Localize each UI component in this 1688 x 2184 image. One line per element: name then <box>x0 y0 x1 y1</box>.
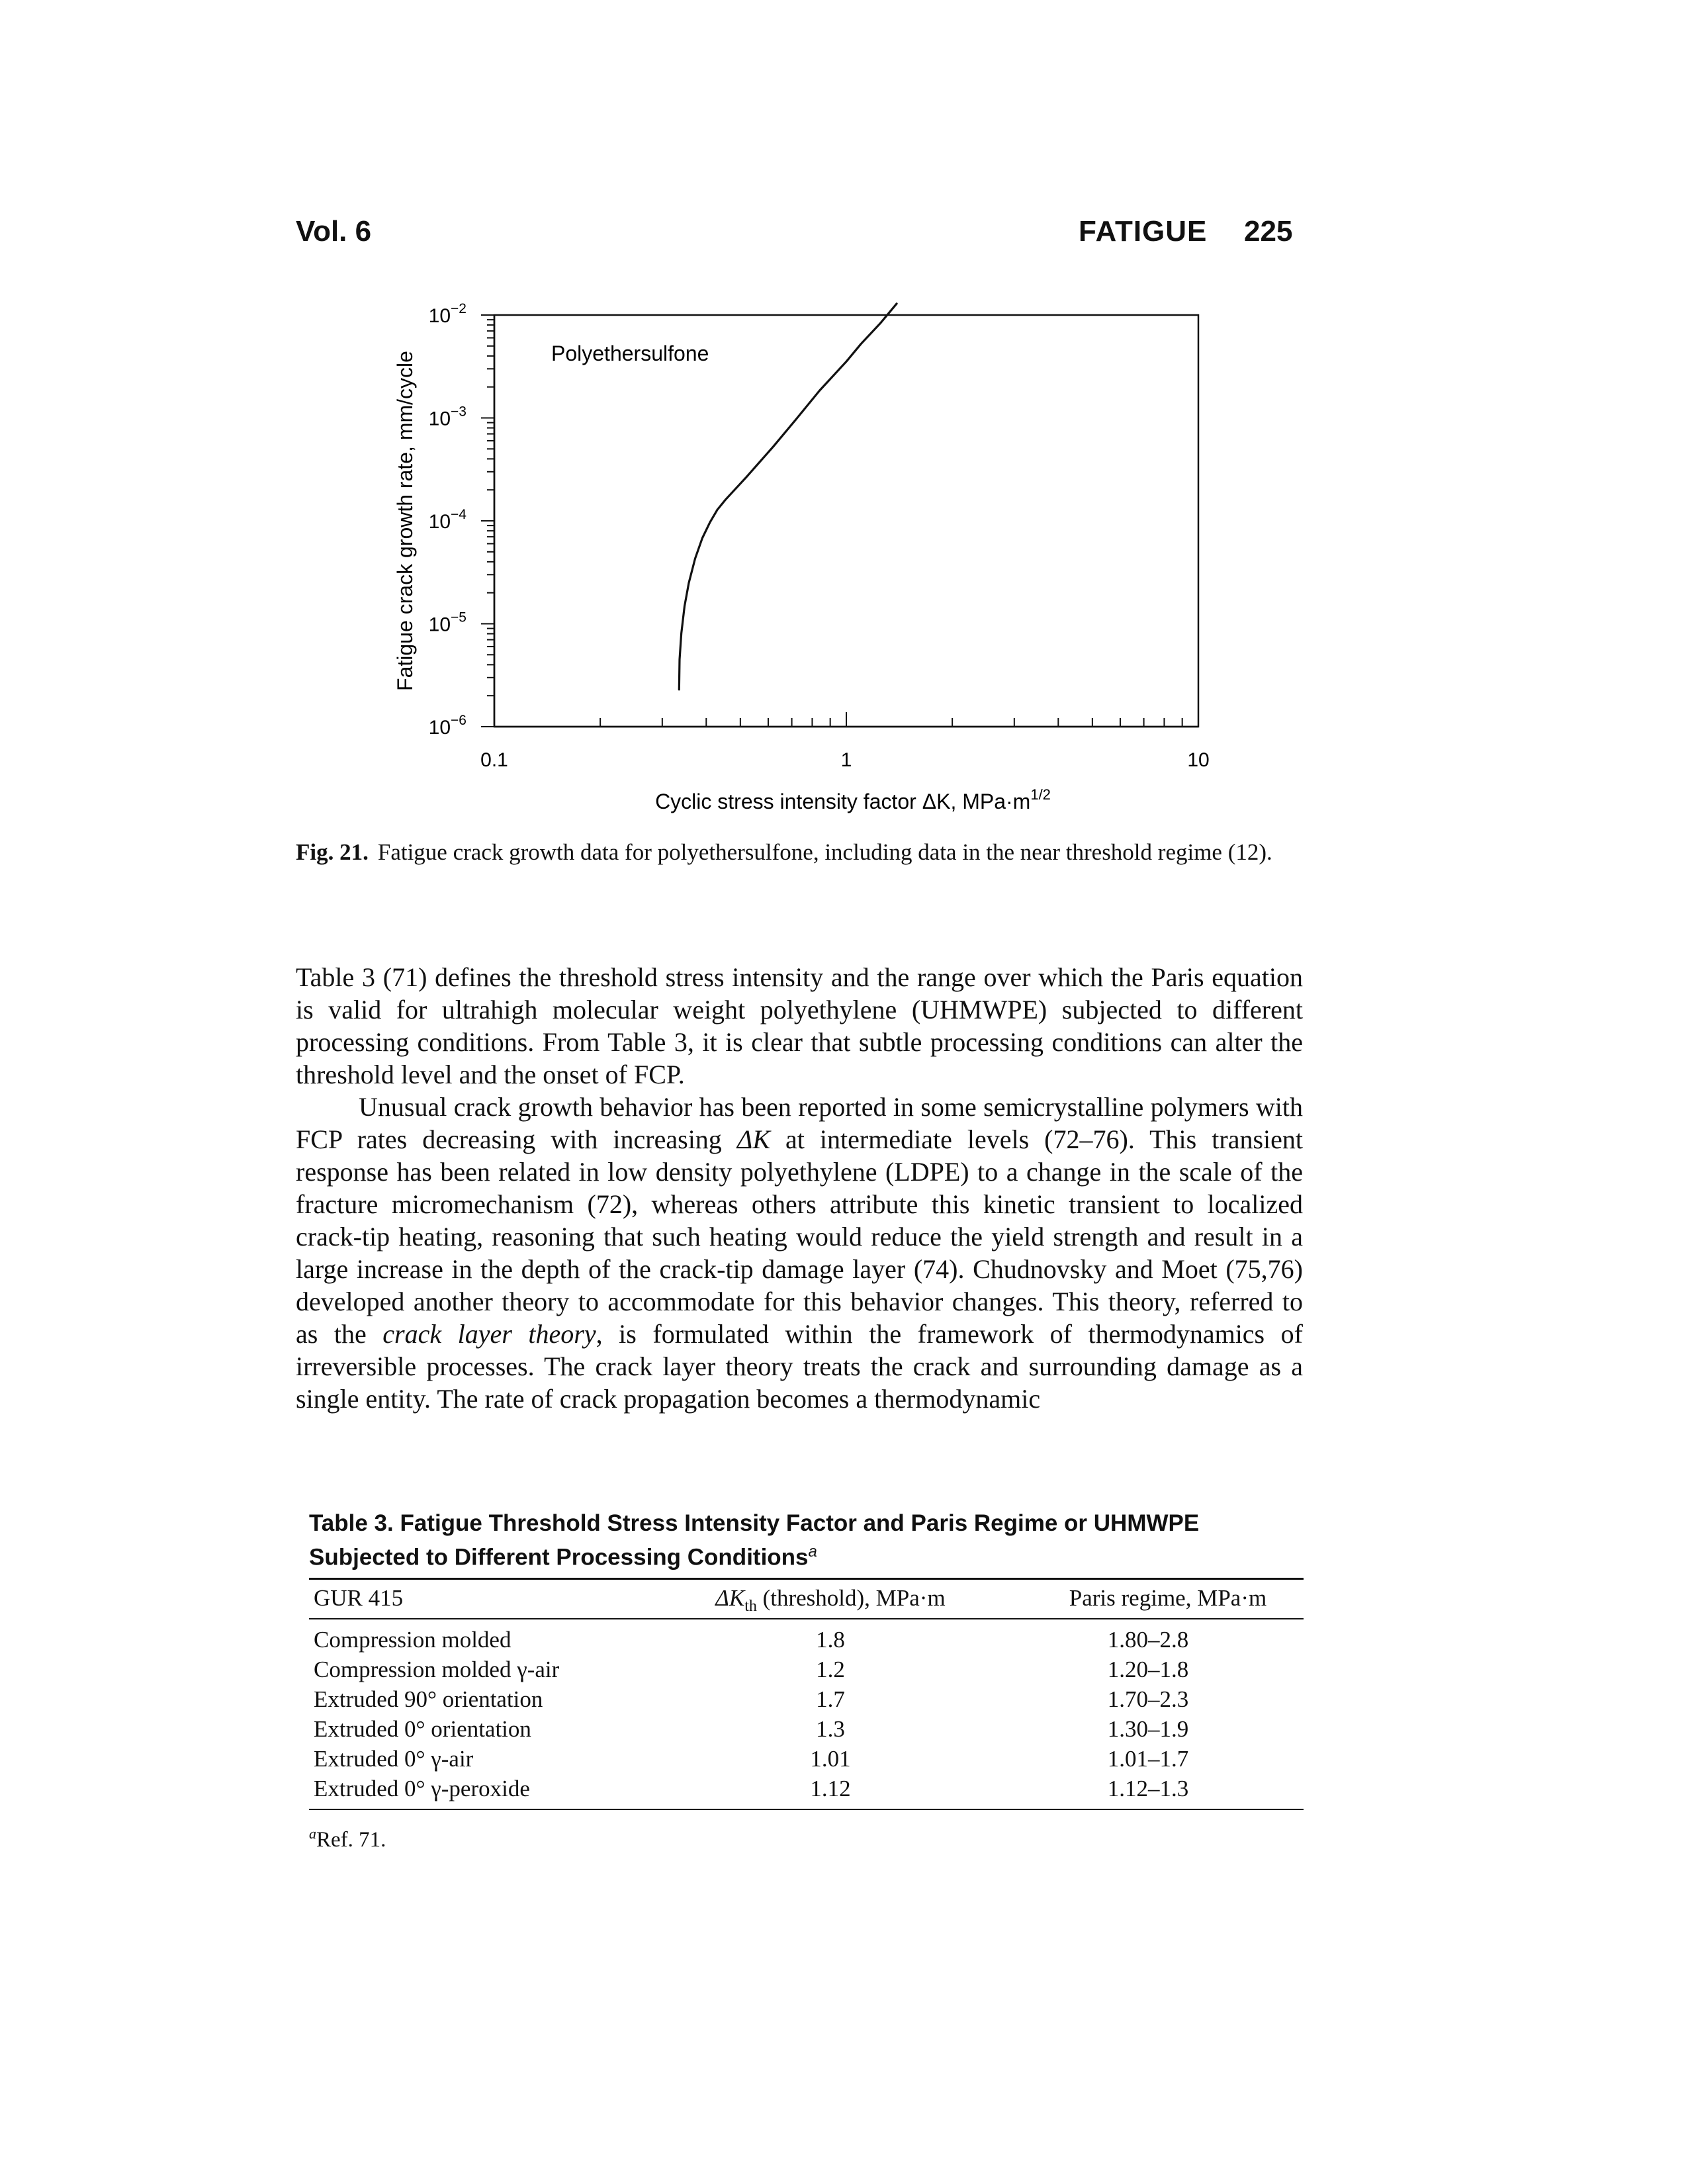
figure-caption-label: Fig. 21. <box>296 839 369 865</box>
table-cell-col3: 1.80–2.8 <box>1107 1627 1189 1653</box>
table-cell-col2: 1.8 <box>816 1627 845 1653</box>
y-axis-ticks <box>481 314 494 727</box>
table-cell-col3: 1.20–1.8 <box>1107 1657 1189 1682</box>
x-tick-label: 1 <box>841 749 852 771</box>
running-header-section: FATIGUE <box>1079 215 1208 248</box>
table-title: Table 3. Fatigue Threshold Stress Intens… <box>309 1510 1200 1570</box>
table-cell-col2: 1.12 <box>810 1776 851 1801</box>
delta-k-symbol: ΔK <box>736 1124 770 1154</box>
table-cell-col1: Extruded 0° γ-peroxide <box>314 1776 530 1801</box>
table-cell-col1: Extruded 90° orientation <box>314 1686 543 1712</box>
y-tick-labels: 10−2 10−3 10−4 10−5 10−6 <box>429 301 467 739</box>
table-header-rule <box>309 1618 1304 1619</box>
table-cell-col2: 1.7 <box>816 1686 845 1712</box>
series-line-polyethersulfone <box>678 302 898 691</box>
table-cell-col2: 1.01 <box>810 1746 851 1772</box>
table-cell-col1: Compression molded <box>314 1627 511 1653</box>
table-cell-col2: 1.3 <box>816 1716 845 1742</box>
x-tick-label: 10 <box>1187 749 1209 771</box>
paragraph-2-part-c: , is formulated within the framework of … <box>296 1319 1303 1414</box>
table-cell-col3: 1.30–1.9 <box>1107 1716 1189 1742</box>
y-tick-label: 10−3 <box>429 404 466 430</box>
table-cell-col3: 1.12–1.3 <box>1107 1776 1189 1801</box>
series-annotation: Polyethersulfone <box>551 341 709 365</box>
paragraph-2-part-a: Unusual crack growth behavior has been r… <box>296 1092 1303 1154</box>
x-axis-label-exponent: 1/2 <box>1030 786 1051 803</box>
figure-caption: Fig. 21. Fatigue crack growth data for po… <box>296 839 1302 866</box>
x-tick-labels: 0.1 1 10 <box>480 749 1210 771</box>
table-cell-col3: 1.70–2.3 <box>1107 1686 1189 1712</box>
table-title-note: a <box>808 1543 817 1561</box>
table-bottom-rule <box>309 1809 1304 1810</box>
y-tick-label: 10−4 <box>429 507 467 533</box>
page-number: 225 <box>1244 215 1293 248</box>
figure-caption-text: Fatigue crack growth data for polyethers… <box>377 839 1272 865</box>
y-tick-label: 10−2 <box>429 301 466 327</box>
table-cell-col1: Compression molded γ-air <box>314 1657 560 1682</box>
table-cell-col1: Extruded 0° orientation <box>314 1716 531 1742</box>
table-footnote: aRef. 71. <box>309 1825 386 1852</box>
paragraph-1: Table 3 (71) defines the threshold stres… <box>296 962 1303 1089</box>
x-axis-label: Cyclic stress intensity factor ΔK, MPa·m… <box>655 786 1051 813</box>
crack-growth-chart: 10−2 10−3 10−4 10−5 10−6 0.1 1 10 Polyethersul… <box>393 301 1210 813</box>
body-text: Table 3 (71) defines the threshold stres… <box>296 961 1303 1415</box>
running-header-volume: Vol. 6 <box>296 215 372 248</box>
y-axis-label: Fatigue crack growth rate, mm/cycle <box>393 351 417 691</box>
table-top-rule <box>309 1578 1304 1580</box>
plot-frame <box>493 314 1200 728</box>
table-cell-col3: 1.01–1.7 <box>1107 1746 1189 1772</box>
x-axis-ticks <box>494 712 1199 727</box>
paragraph-2-part-b: at intermediate levels (72–76). This tra… <box>296 1124 1303 1349</box>
crack-layer-theory-term: crack layer theory <box>382 1319 596 1349</box>
paragraph-2: Unusual crack growth behavior has been r… <box>296 1091 1303 1415</box>
y-tick-label: 10−6 <box>429 713 466 739</box>
x-tick-label: 0.1 <box>480 749 508 771</box>
x-axis-label-text: Cyclic stress intensity factor ΔK, MPa·m <box>655 790 1030 813</box>
table-cell-col2: 1.2 <box>816 1657 845 1682</box>
table-header-col3: Paris regime, MPa·m <box>1069 1585 1267 1611</box>
table-header-col1: GUR 415 <box>314 1585 404 1611</box>
table-cell-col1: Extruded 0° γ-air <box>314 1746 474 1772</box>
table-header-col2: ΔKth (threshold), MPa·m <box>715 1585 946 1615</box>
y-tick-label: 10−5 <box>429 610 466 636</box>
